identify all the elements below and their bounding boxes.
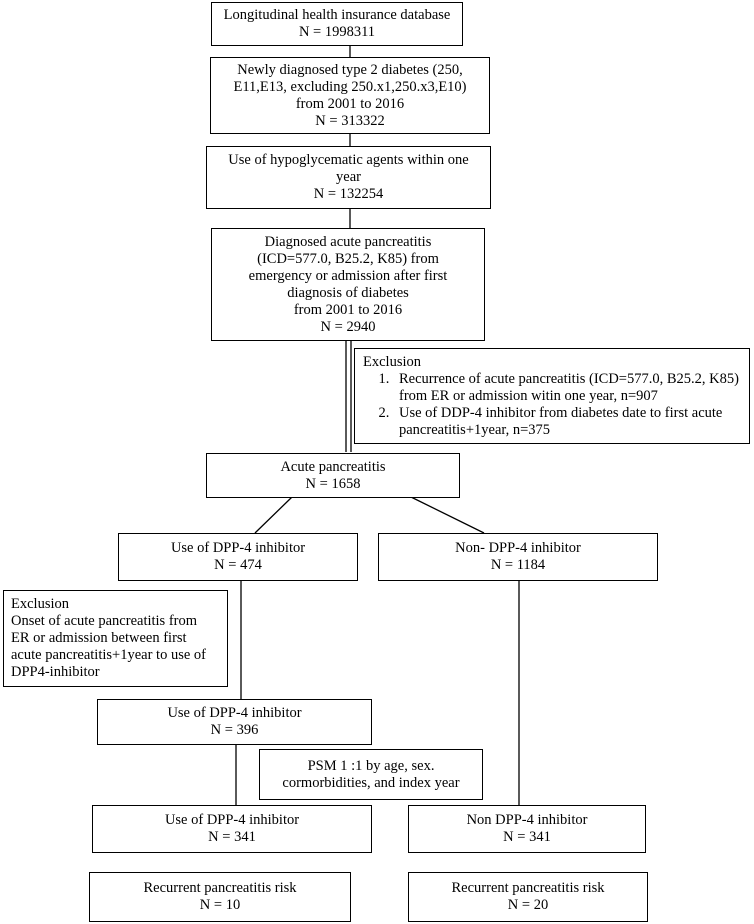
dpp-use-box-3: Use of DPP-4 inhibitor N = 341: [92, 805, 372, 853]
psm-box: PSM 1 :1 by age, sex. cormorbidities, an…: [259, 749, 483, 800]
exclusion-title: Exclusion: [363, 354, 421, 370]
non-dpp-box-2: Non DPP-4 inhibitor N = 341: [408, 805, 646, 853]
diagnosed-acute-line: diagnosis of diabetes: [287, 284, 409, 301]
newly-diagnosed-line: from 2001 to 2016: [295, 95, 405, 112]
acute-pancreatitis-count: N = 1658: [305, 475, 361, 492]
newly-diagnosed-box: Newly diagnosed type 2 diabetes (250, E1…: [210, 57, 490, 134]
hypoglycematic-line: year: [336, 169, 361, 185]
acute-pancreatitis-label: Acute pancreatitis: [280, 458, 386, 475]
psm-line: cormorbidities, and index year: [282, 774, 460, 791]
non-dpp-box-1: Non- DPP-4 inhibitor N = 1184: [378, 533, 658, 581]
dpp-use-box-1: Use of DPP-4 inhibitor N = 474: [118, 533, 358, 581]
dpp-use-box-2: Use of DPP-4 inhibitor N = 396: [97, 699, 372, 745]
dpp-use-label: Use of DPP-4 inhibitor: [164, 812, 300, 828]
dpp-use-label: Use of DPP-4 inhibitor: [170, 540, 306, 556]
dpp-use-label: Use of DPP-4 inhibitor: [167, 705, 302, 721]
recurrent-risk-dpp-box: Recurrent pancreatitis risk N = 10: [89, 872, 351, 922]
exclusion-list: Recurrence of acute pancreatitis (ICD=57…: [363, 371, 741, 439]
exclusion-line: acute pancreatitis+1year to use of: [11, 647, 206, 663]
newly-diagnosed-line: E11,E13, excluding 250.x1,250.x3,E10): [233, 78, 467, 95]
exclusion-box-1: Exclusion Recurrence of acute pancreatit…: [354, 348, 750, 444]
dpp-use-count: N = 396: [210, 722, 259, 738]
database-count: N = 1998311: [298, 24, 376, 40]
database-box: Longitudinal health insurance database N…: [211, 2, 463, 46]
exclusion-item: Recurrence of acute pancreatitis (ICD=57…: [393, 371, 741, 405]
non-dpp-label: Non- DPP-4 inhibitor: [455, 540, 581, 556]
diagnosed-acute-line: (ICD=577.0, B25.2, K85) from: [257, 250, 439, 267]
recurrent-risk-label: Recurrent pancreatitis risk: [451, 880, 605, 896]
non-dpp-count: N = 341: [503, 829, 551, 845]
diagnosed-acute-line: from 2001 to 2016: [293, 301, 403, 318]
hypoglycematic-count: N = 132254: [313, 186, 384, 202]
recurrent-risk-count: N = 20: [507, 897, 549, 913]
exclusion-title: Exclusion: [11, 596, 69, 612]
newly-diagnosed-line: Newly diagnosed type 2 diabetes (250,: [237, 61, 463, 78]
database-label: Longitudinal health insurance database: [223, 7, 451, 23]
newly-diagnosed-count: N = 313322: [315, 112, 385, 129]
diagnosed-acute-count: N = 2940: [320, 318, 376, 335]
recurrent-risk-label: Recurrent pancreatitis risk: [143, 880, 297, 896]
hypoglycematic-line: Use of hypoglycematic agents within one: [228, 152, 469, 168]
dpp-use-count: N = 474: [214, 557, 262, 573]
diagnosed-acute-box: Diagnosed acute pancreatitis (ICD=577.0,…: [211, 228, 485, 341]
non-dpp-label: Non DPP-4 inhibitor: [466, 812, 588, 828]
exclusion-line: ER or admission between first: [11, 630, 187, 646]
diagnosed-acute-line: Diagnosed acute pancreatitis: [264, 233, 432, 250]
exclusion-line: Onset of acute pancreatitis from: [11, 613, 198, 629]
non-dpp-count: N = 1184: [490, 557, 546, 573]
exclusion-box-2: Exclusion Onset of acute pancreatitis fr…: [3, 590, 228, 687]
diagnosed-acute-line: emergency or admission after first: [248, 267, 448, 284]
hypoglycematic-box: Use of hypoglycematic agents within one …: [206, 146, 491, 209]
recurrent-risk-non-box: Recurrent pancreatitis risk N = 20: [408, 872, 648, 922]
dpp-use-count: N = 341: [208, 829, 256, 845]
acute-pancreatitis-box: Acute pancreatitis N = 1658: [206, 453, 460, 498]
recurrent-risk-count: N = 10: [199, 897, 241, 913]
exclusion-line: DPP4-inhibitor: [11, 664, 100, 680]
psm-line: PSM 1 :1 by age, sex.: [307, 757, 435, 774]
exclusion-item: Use of DDP-4 inhibitor from diabetes dat…: [393, 405, 741, 439]
